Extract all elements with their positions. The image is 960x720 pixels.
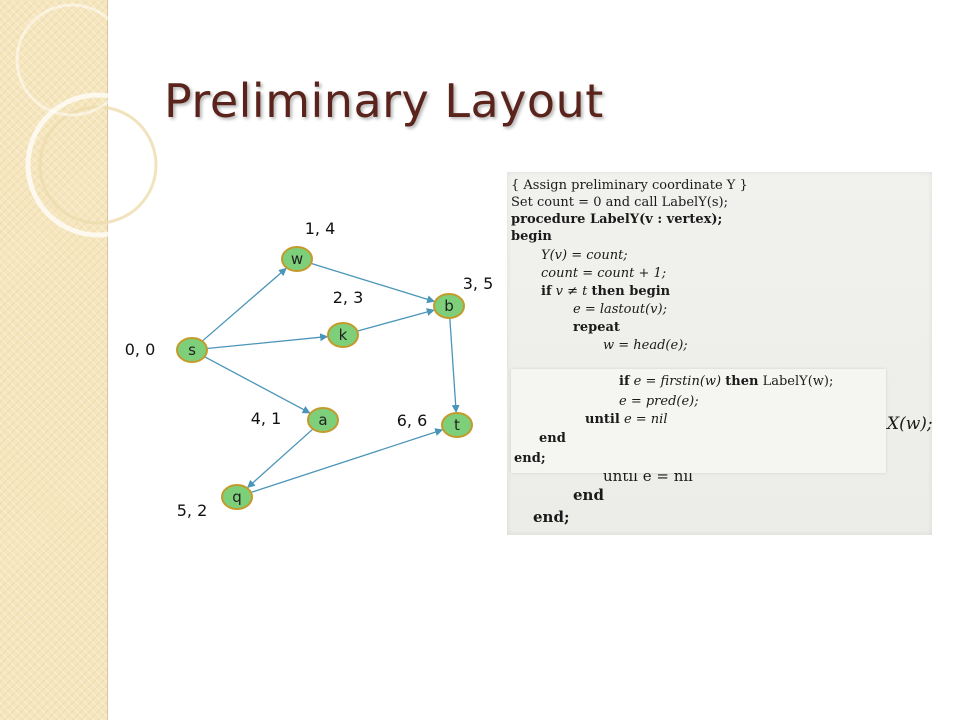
algorithm-scan-background: { Assign preliminary coordinate Y } Set … [507,172,932,535]
edge-w-b [310,262,436,304]
coord-label-t: 6, 6 [397,411,428,430]
decorative-rings [15,3,171,238]
node-circle [221,484,253,510]
keyword-until: until [585,412,620,427]
keyword-if: if [619,374,630,389]
algorithm-line-until: until e = nil [585,412,667,428]
node-label: s [188,341,196,359]
node-q: q [221,484,253,510]
edge-q-t [250,428,444,494]
node-t: t [441,412,473,438]
algorithm-line-lastout: e = lastout(v); [573,302,667,317]
call-labely: LabelY(w); [762,374,834,389]
node-label: b [444,297,454,315]
condition: v ≠ t [555,284,588,299]
node-label: w [291,250,303,268]
node-w: w [281,246,313,272]
algorithm-set-line: Set count = 0 and call LabelY(s); [511,195,728,210]
coord-label-k: 2, 3 [333,288,364,307]
node-circle [441,412,473,438]
keyword-then: then [725,374,759,389]
node-label: k [339,326,348,344]
algorithm-scan-overlay: if e = firstin(w) then LabelY(w); e = pr… [511,369,886,473]
algorithm-end-inner: end [573,486,604,504]
graph-coordinates: 1, 4 2, 3 3, 5 0, 0 4, 1 6, 6 5, 2 [125,219,494,520]
node-s: s [176,337,208,363]
node-circle [433,293,465,319]
algorithm-fragment-x: X(w); [887,414,932,434]
graph-edges [201,262,460,494]
edge-s-k [206,333,329,350]
condition-nil: e = nil [623,412,668,427]
graph-nodes: w k b s a t q [176,246,473,510]
algorithm-line-head: w = head(e); [603,338,688,353]
algorithm-line-count: count = count + 1; [541,266,667,281]
keyword-then-begin: then begin [591,284,671,299]
keyword-if: if [541,284,552,299]
edge-k-b [357,308,435,332]
node-circle [176,337,208,363]
algorithm-line-if: if v ≠ t then begin [541,284,670,300]
node-a: a [307,407,339,433]
decorative-sidebar [0,0,108,720]
slide-title: Preliminary Layout [164,74,604,128]
node-label: t [454,416,460,434]
node-label: a [318,411,327,429]
edge-a-q [246,428,314,489]
node-b: b [433,293,465,319]
algorithm-procedure-line: procedure LabelY(v : vertex); [511,212,723,227]
node-circle [327,322,359,348]
coord-label-w: 1, 4 [305,219,336,238]
algorithm-line-firstin: if e = firstin(w) then LabelY(w); [619,374,833,390]
algorithm-end-if: end [539,431,566,446]
algorithm-comment: { Assign preliminary coordinate Y } [511,178,748,193]
edge-s-w [201,267,287,342]
algorithm-end-outer: end; [533,508,570,526]
coord-label-b: 3, 5 [463,274,494,293]
edge-b-t [449,317,460,414]
condition-firstin: e = firstin(w) [633,374,722,389]
algorithm-line-pred: e = pred(e); [619,394,699,409]
node-circle [307,407,339,433]
coord-label-s: 0, 0 [125,340,156,359]
node-label: q [232,488,242,506]
coord-label-q: 5, 2 [177,501,208,520]
algorithm-begin: begin [511,229,552,244]
coord-label-a: 4, 1 [251,409,282,428]
edge-s-a [204,356,311,414]
algorithm-end-proc: end; [514,451,546,466]
node-circle [281,246,313,272]
node-k: k [327,322,359,348]
algorithm-line-y: Y(v) = count; [541,248,628,263]
algorithm-repeat: repeat [573,320,620,335]
